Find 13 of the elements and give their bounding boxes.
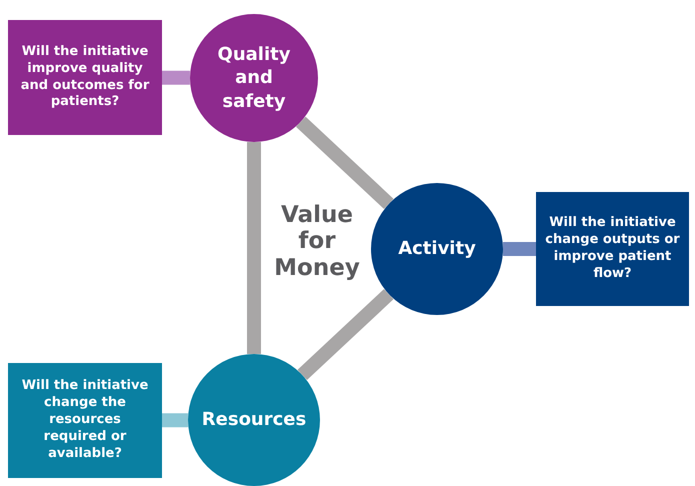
circle-node: Quality and safety — [190, 14, 318, 142]
connector-bar — [296, 116, 394, 210]
center-label: Value for Money — [273, 202, 361, 282]
connector-bar — [162, 413, 188, 428]
connector-bar — [297, 288, 394, 380]
connector-bar — [503, 242, 536, 256]
connector-bar — [162, 70, 190, 85]
question-box: Will the initiative improve quality and outcomes for patients? — [8, 20, 162, 135]
question-box: Will the initiative change outputs or improve patient flow? — [536, 192, 689, 306]
question-box: Will the initiative change the resources required or available? — [8, 363, 162, 478]
circle-node: Activity — [371, 183, 503, 315]
connector-bar — [247, 142, 261, 354]
circle-node: Resources — [188, 354, 320, 486]
